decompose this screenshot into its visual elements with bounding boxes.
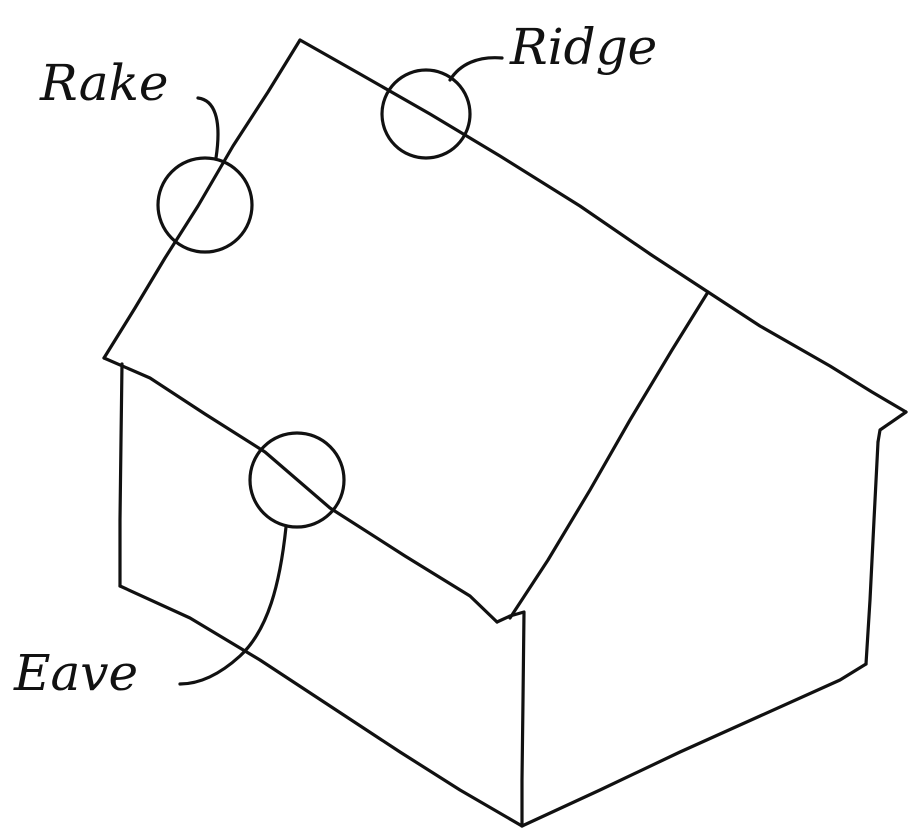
wall-left-edge — [120, 364, 122, 586]
ridge-detail-circle — [382, 70, 470, 158]
rake-leader-line — [198, 98, 218, 158]
wall-corner-edge — [497, 612, 524, 826]
rake-detail-circle — [158, 158, 252, 252]
eave-leader-line — [180, 527, 286, 684]
eave-label: Eave — [14, 648, 138, 698]
rake-label: Rake — [40, 58, 169, 108]
wall-right-edge — [866, 442, 878, 664]
roof-valley-line — [510, 292, 708, 618]
roof-right-ridge-extension — [708, 292, 906, 412]
roof-eave-edge — [104, 358, 497, 622]
ridge-leader-line — [450, 58, 502, 80]
ridge-label: Ridge — [510, 22, 657, 72]
roof-ridge-line — [300, 40, 708, 292]
wall-right-bottom — [522, 664, 866, 826]
roof-right-gable-tip — [878, 412, 906, 442]
wall-front-bottom — [120, 586, 522, 826]
